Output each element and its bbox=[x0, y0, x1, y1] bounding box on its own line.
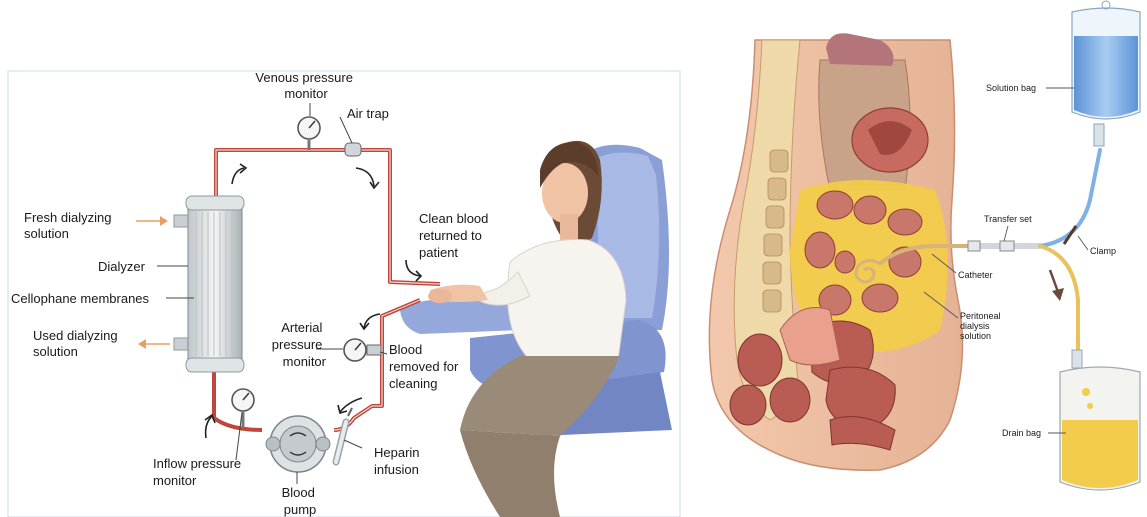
label-peritoneal-dialysis-solution: Peritoneal dialysis solution bbox=[960, 311, 1003, 341]
drain-direction-arrow bbox=[1050, 270, 1064, 301]
drain-bag bbox=[1060, 350, 1140, 490]
label-dialyzer: Dialyzer bbox=[98, 259, 146, 274]
label-solution-bag: Solution bag bbox=[986, 83, 1036, 93]
label-cellophane-membranes: Cellophane membranes bbox=[11, 291, 150, 306]
peritoneal-dialysis-diagram: Solution bag Transfer set Clamp Catheter… bbox=[709, 1, 1140, 490]
label-air-trap: Air trap bbox=[347, 106, 389, 121]
label-clamp: Clamp bbox=[1090, 246, 1116, 256]
label-catheter: Catheter bbox=[958, 270, 993, 280]
label-transfer-set: Transfer set bbox=[984, 214, 1032, 224]
hemodialysis-diagram: Venous pressure monitor Air trap Fresh d… bbox=[8, 70, 680, 517]
solution-bag bbox=[1072, 1, 1140, 146]
abdomen-cross-section bbox=[709, 33, 962, 470]
label-drain-bag: Drain bag bbox=[1002, 428, 1041, 438]
air-trap-device bbox=[345, 143, 361, 156]
